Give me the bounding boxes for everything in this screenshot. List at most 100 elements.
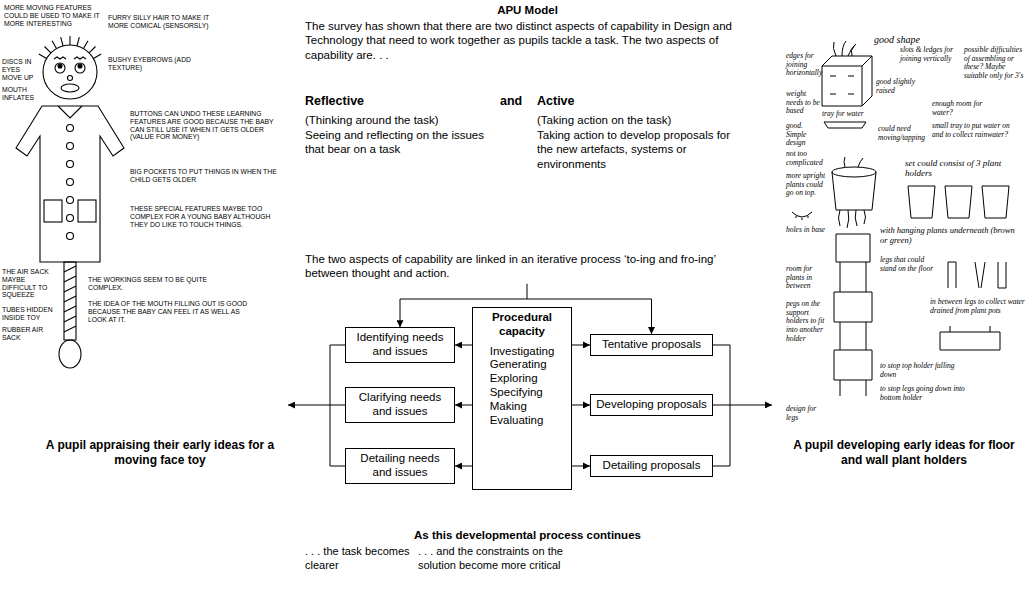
flow-line [730,404,772,405]
conjunction: and [500,94,522,110]
handwritten-note: MORE MOVING FEATURES COULD BE USED TO MA… [4,4,104,27]
toy-eyebrows [54,57,86,59]
handwritten-note: slots & ledges for joining vertically [900,46,958,63]
flow-line [713,465,730,466]
plant-sprigs [844,157,863,167]
flow-line [713,344,730,345]
footer-note: . . . the task becomes clearer [305,545,417,573]
flow-arrow [572,404,590,405]
handwritten-note: THE WORKINGS SEEM TO BE QUITE COMPLEX. [88,276,238,292]
handwritten-note: possible difficulties of assembling or t… [964,46,1024,81]
handwritten-note: pegs on the support holders to fit into … [786,300,831,343]
handwritten-note: THE IDEA OF THE MOUTH FILLING OUT IS GOO… [88,300,258,323]
aspect-description: Taking action to develop proposals for t… [537,128,747,171]
box-label: Developing proposals [596,398,707,412]
handwritten-note: TUBES HIDDEN INSIDE TOY [2,306,60,322]
handwritten-note: holes in base [786,226,828,235]
toy-mouth [61,84,79,92]
handwritten-note: not too complicated [786,150,828,167]
drain-tray [940,326,1000,350]
handwritten-note: THESE SPECIAL FEATURES MAYBE TOO COMPLEX… [130,205,280,228]
toy-button [67,197,74,204]
handwritten-note: edges for joining horizontally [786,52,820,78]
process-box: Developing proposals [590,394,713,416]
box-label: Detailing needs and issues [351,452,449,480]
handwritten-note: FURRY SILLY HAIR TO MAKE IT MORE COMICAL… [108,14,213,30]
handwritten-note: good. Simple design [786,122,820,148]
process-box: Clarifying needs and issues [345,387,455,423]
toy-pocket [78,200,96,222]
toy-nose [68,76,73,81]
handwritten-note: could need moving/tapping [878,125,928,142]
cube-holder [822,56,872,106]
box-heading: Procedural capacity [478,311,566,339]
toy-pocket [44,200,62,222]
water-tray [824,122,866,128]
flow-arrow [455,345,472,346]
toy-hair [39,36,101,59]
hanging-plants [839,210,866,228]
handwritten-note: tray for water [822,110,877,119]
handwritten-note: enough room for water? [932,100,992,117]
handwritten-note: good shape [874,34,920,46]
handwritten-note: small tray to put water on and to collec… [932,122,1022,139]
leg-designs [948,262,1006,288]
handwritten-note: BUSHY EYEBROWS (ADD TEXTURE) [108,56,213,72]
eye-disc [58,64,62,68]
toy-button [67,233,74,240]
aspect-subtitle: (Taking action on the task) [537,113,747,127]
handwritten-note: to stop legs going down into bottom hold… [880,385,975,402]
toy-button [67,143,74,150]
toy-button [67,179,74,186]
toy-eye [75,63,85,73]
toy-eye [55,63,65,73]
handwritten-note: room for plants in between [786,265,831,291]
cube-slots [830,76,854,94]
toy-head [43,45,97,99]
aspect-description: Seeing and reflecting on the issues that… [305,128,495,157]
box-label: Clarifying needs and issues [351,391,449,419]
figure-caption: A pupil developing early ideas for floor… [786,438,1022,468]
flow-line [288,405,330,406]
activity-list: Investigating Generating Exploring Speci… [490,345,555,428]
tube-hatching [64,266,76,332]
toy-body [16,106,124,262]
stacked-holders [834,234,872,396]
footer-note: . . . and the constraints on the solutio… [418,545,573,573]
handwritten-note: MOUTH INFLATES [2,86,42,102]
toy-collar [58,106,82,118]
process-box: Tentative proposals [590,334,713,356]
diagram-title: APU Model [305,3,750,17]
handwritten-note: legs that could stand on the floor [880,256,935,273]
footer-heading: As this developmental process continues [305,528,750,542]
flow-line [527,284,528,299]
process-box: Detailing proposals [590,455,713,477]
toy-button [67,125,74,132]
process-box: Identifying needs and issues [345,327,455,363]
flow-arrow [455,405,472,406]
handwritten-note: RUBBER AIR SACK [2,326,54,342]
process-note: The two aspects of capability are linked… [305,252,750,281]
eye-disc [78,64,82,68]
handwritten-note: more upright plants could go on top. [786,172,828,198]
plant-sprigs [833,41,856,56]
three-pots [908,186,1009,218]
handwritten-note: design for legs [786,405,828,422]
box-label: Detailing proposals [596,459,707,473]
handwritten-note: good slightly raised [876,78,921,95]
handwritten-note: BUTTONS CAN UNDO THESE LEARNING FEATURES… [130,110,280,141]
handwritten-note: to stop top holder falling down [880,362,960,379]
handwritten-note: set could consist of 3 plant holders [905,158,1023,179]
plant-holder-sketch [792,41,1009,396]
toy-button [67,161,74,168]
aspect-heading: Active [537,94,575,110]
aspect-subtitle: (Thinking around the task) [305,113,495,127]
flow-line [330,405,345,406]
flow-line [330,466,345,467]
handwritten-note: THE AIR SACK MAYBE DIFFICULT TO SQUEEZE [2,268,60,299]
box-label: Identifying needs and issues [351,331,449,359]
toy-tube [64,262,76,340]
handwritten-note: in between legs to collect water drained… [930,298,1025,315]
flow-line [713,404,730,405]
